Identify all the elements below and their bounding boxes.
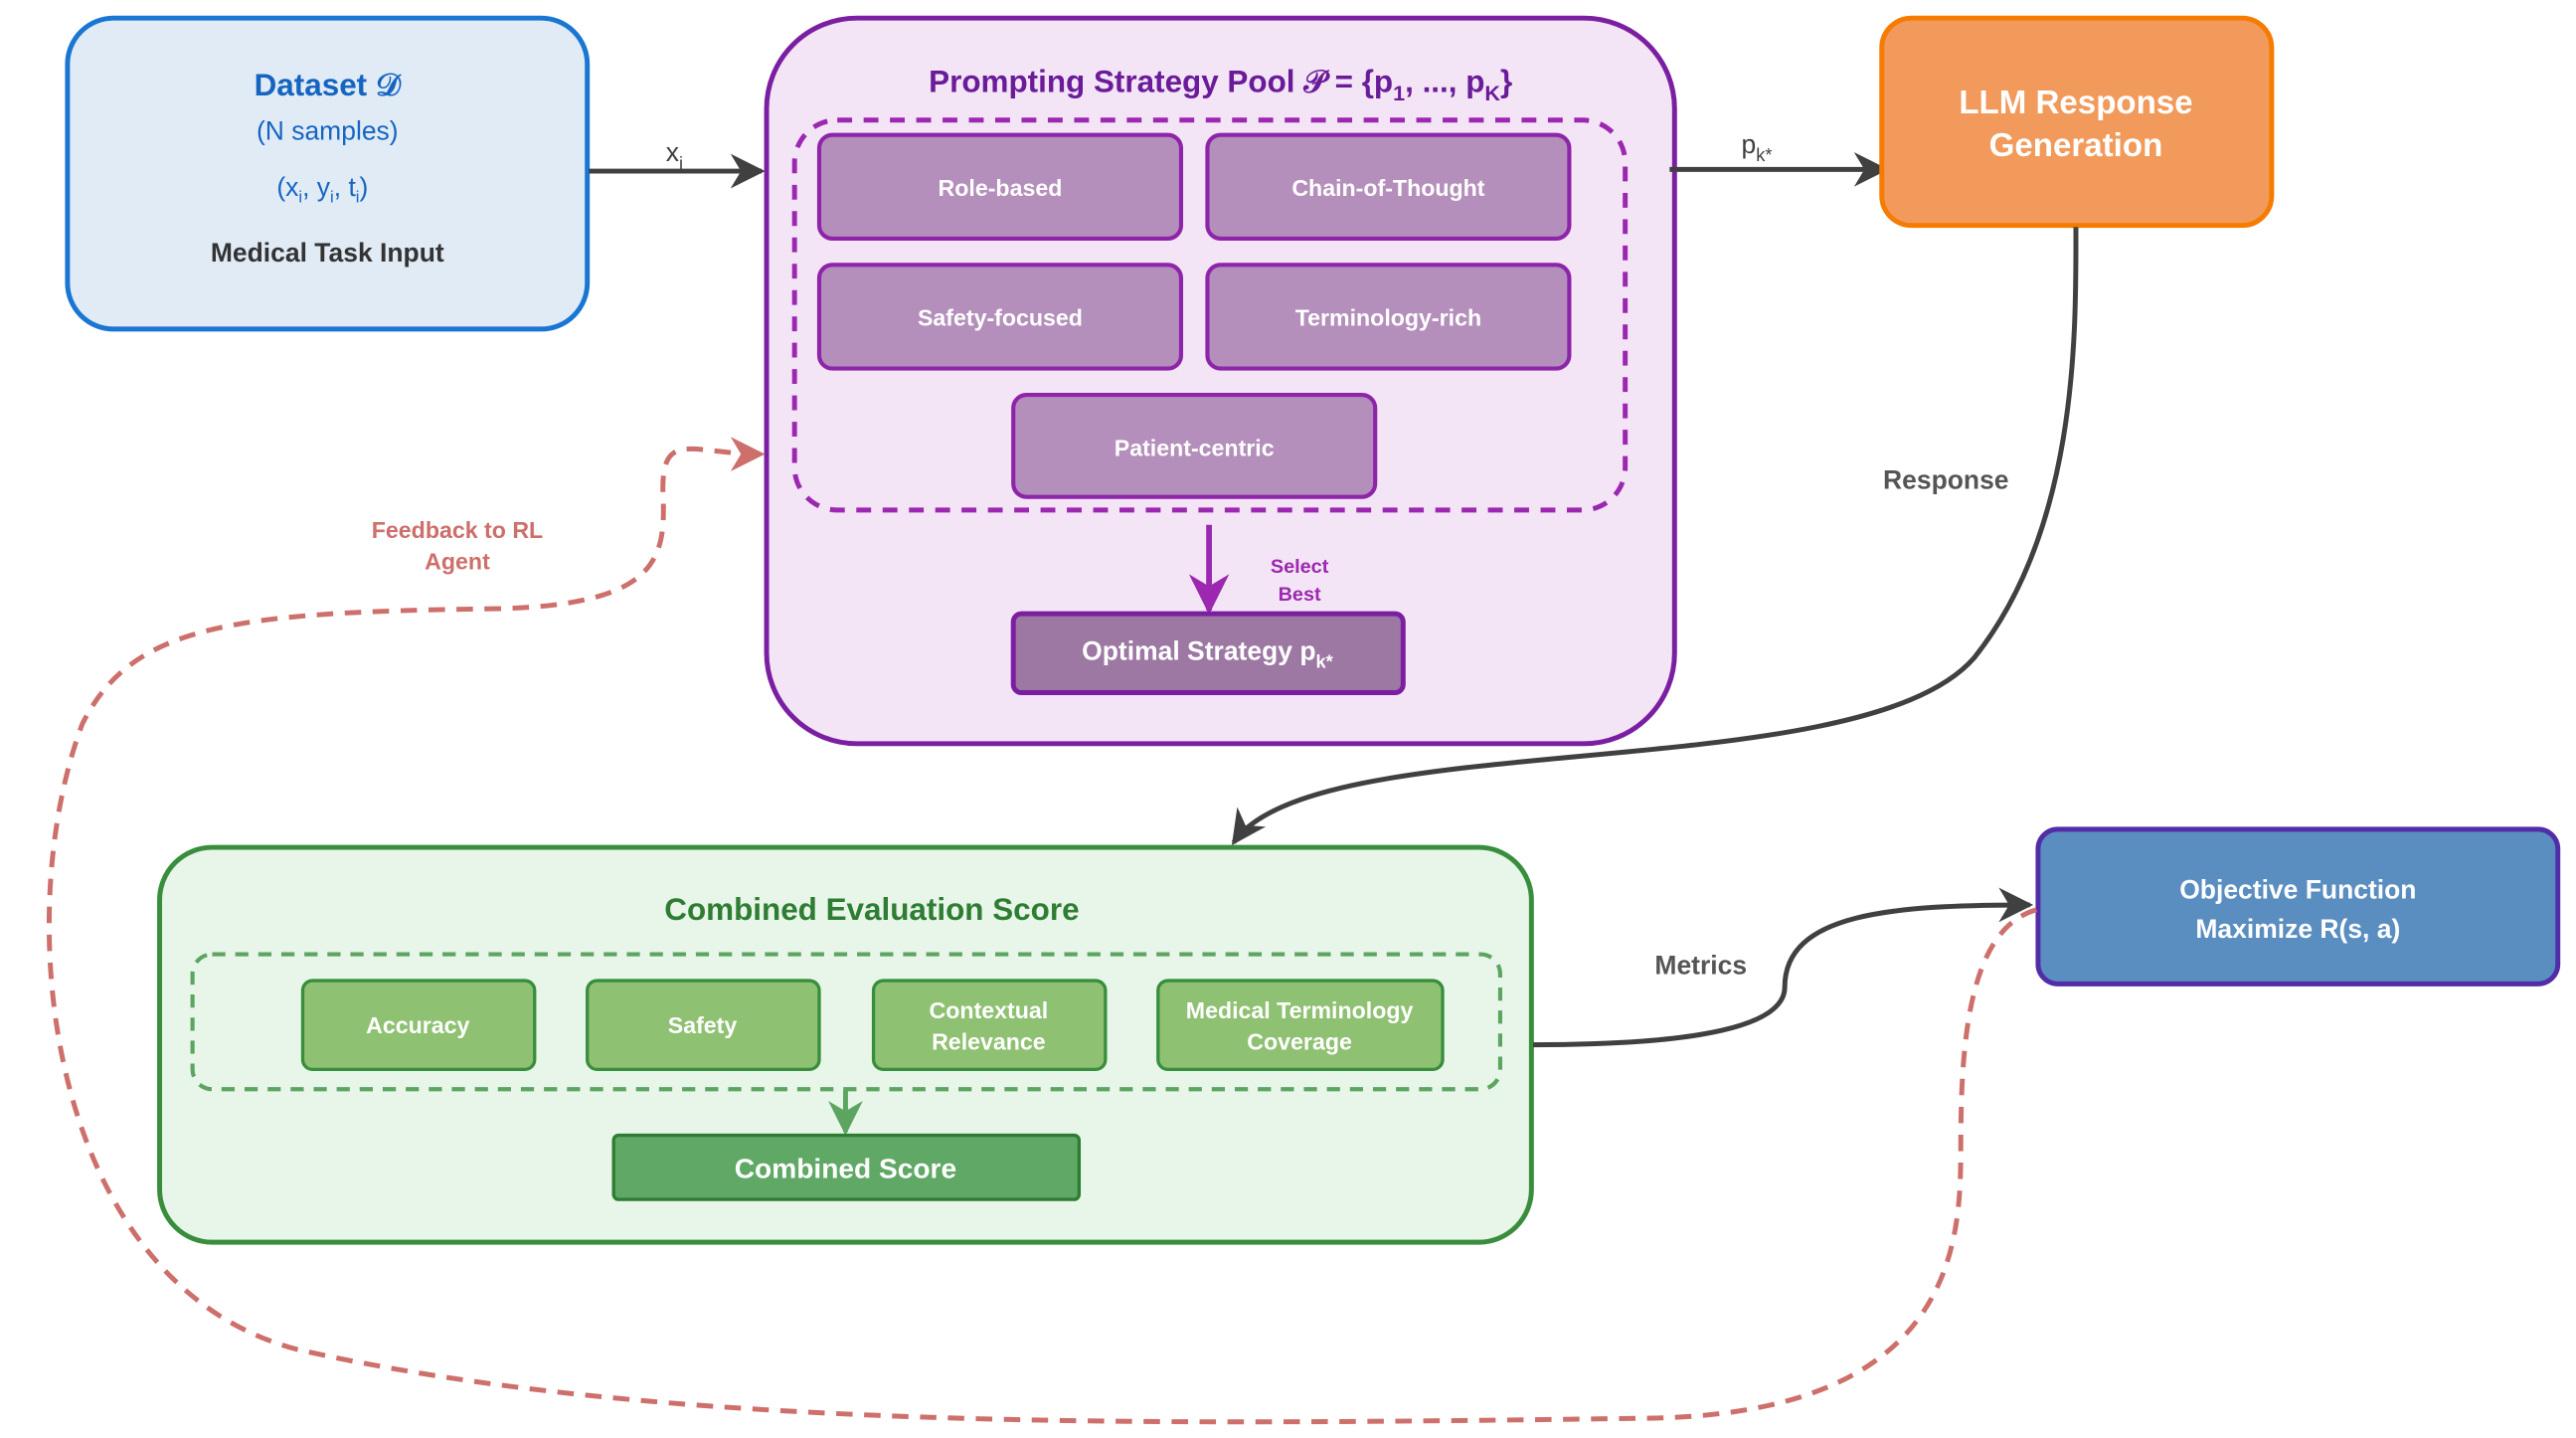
- combined-score-node[interactable]: Combined Score: [611, 1133, 1082, 1201]
- evaluation-title: Combined Evaluation Score: [664, 892, 1079, 927]
- metric-label: Contextual: [930, 997, 1049, 1023]
- strategy-label: Safety-focused: [918, 305, 1083, 331]
- strategy-label: Patient-centric: [1115, 435, 1275, 460]
- metric-label: Safety: [668, 1012, 738, 1038]
- metrics-group-dashed: [190, 952, 1502, 1092]
- metric-label: Coverage: [1247, 1029, 1352, 1055]
- response-arrow-label: Response: [1883, 464, 2009, 494]
- optimal-strategy-node[interactable]: Optimal Strategy pk*: [1010, 611, 1406, 696]
- metric-medical-terminology-coverage[interactable]: Medical Terminology Coverage: [1156, 979, 1445, 1072]
- dataset-label: Medical Task Input: [211, 238, 444, 268]
- llm-subtitle: Generation: [1989, 127, 2163, 164]
- dataset-title: Dataset 𝒟: [255, 68, 402, 102]
- strategy-pool-title: Prompting Strategy Pool 𝒫 = {p1, ..., pK…: [929, 65, 1512, 105]
- evaluation-group: Combined Evaluation Score Accuracy Safet…: [157, 844, 1534, 1245]
- metrics-arrow: [1533, 887, 2034, 1048]
- strategy-arrow-label: pk*: [1742, 129, 1773, 165]
- strategy-label: Terminology-rich: [1295, 305, 1481, 331]
- metric-safety[interactable]: Safety: [586, 979, 821, 1072]
- feedback-arrow: [47, 437, 2037, 1425]
- dataset-box: [65, 15, 591, 332]
- evaluation-box: [157, 844, 1534, 1245]
- dataset-tuple: (xi, yi, ti): [276, 172, 368, 207]
- strategy-terminology-rich[interactable]: Terminology-rich: [1205, 263, 1572, 371]
- metric-label: Medical Terminology: [1186, 997, 1414, 1023]
- objective-function-node[interactable]: Objective Function Maximize R(s, a): [2035, 826, 2561, 987]
- metric-label: Accuracy: [366, 1012, 469, 1038]
- metric-label: Relevance: [932, 1029, 1046, 1055]
- llm-response-node[interactable]: LLM Response Generation: [1879, 15, 2275, 229]
- response-arrow: [1231, 227, 2079, 845]
- dataset-subtitle: (N samples): [257, 116, 399, 146]
- objective-title: Objective Function: [2179, 874, 2416, 904]
- combined-score-label: Combined Score: [735, 1154, 956, 1184]
- strategy-patient-centric[interactable]: Patient-centric: [1011, 393, 1378, 499]
- strategy-role-based[interactable]: Role-based: [816, 132, 1184, 241]
- strategy-group-dashed: [791, 117, 1629, 513]
- optimal-strategy-label: Optimal Strategy pk*: [1082, 635, 1333, 671]
- metric-accuracy[interactable]: Accuracy: [300, 979, 537, 1072]
- input-arrow-label: xi: [666, 137, 683, 173]
- metrics-arrow-label: Metrics: [1654, 950, 1747, 980]
- llm-title: LLM Response: [1959, 85, 2192, 121]
- strategy-chain-of-thought[interactable]: Chain-of-Thought: [1205, 132, 1572, 241]
- objective-formula: Maximize R(s, a): [2195, 914, 2400, 944]
- dataset-node[interactable]: Dataset 𝒟 (N samples) (xi, yi, ti) Medic…: [65, 15, 591, 332]
- strategy-label: Chain-of-Thought: [1291, 175, 1484, 201]
- strategy-safety-focused[interactable]: Safety-focused: [816, 263, 1184, 371]
- strategy-label: Role-based: [939, 175, 1063, 201]
- strategy-pool: Prompting Strategy Pool 𝒫 = {p1, ..., pK…: [764, 15, 1677, 747]
- metric-contextual-relevance[interactable]: Contextual Relevance: [871, 979, 1108, 1072]
